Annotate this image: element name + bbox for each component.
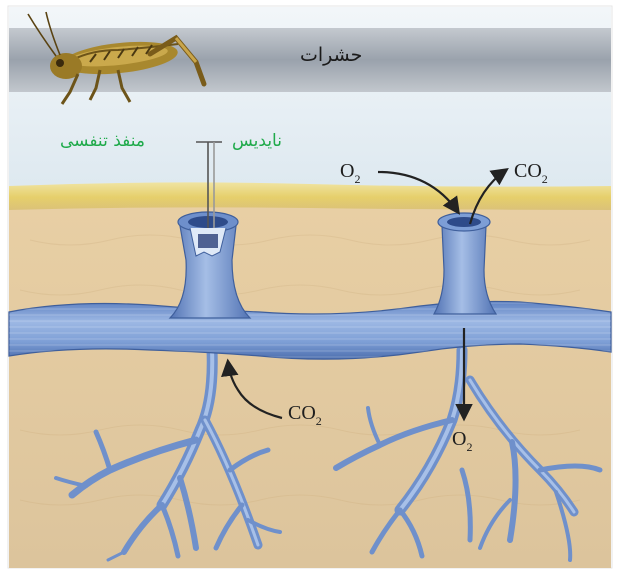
co2-tissue-label: CO2 xyxy=(288,402,322,425)
o2-tissue-label: O2 xyxy=(452,428,472,451)
co2-outflow-label: CO2 xyxy=(514,160,548,183)
o2-inflow-label: O2 xyxy=(340,160,360,183)
cuticle-layer xyxy=(9,182,611,212)
diagram-title: حشرات xyxy=(300,44,362,66)
spiracle-label: منفذ تنفسی xyxy=(60,131,145,151)
body-tissue xyxy=(9,207,611,568)
trachea-label: نایدیس xyxy=(232,131,282,151)
